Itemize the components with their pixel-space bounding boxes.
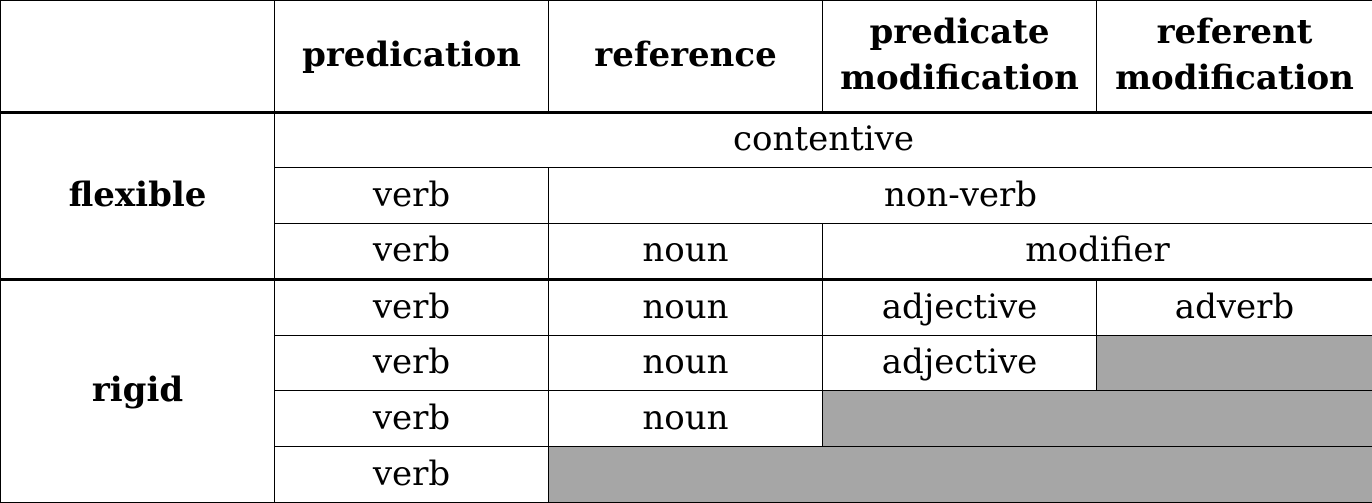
cell-verb: verb — [274, 277, 549, 336]
empty-gray-cell — [822, 390, 1372, 448]
cell-verb: verb — [274, 446, 549, 503]
group-label-rigid: rigid — [0, 277, 275, 503]
header-predicate-modification: predicate modification — [822, 0, 1097, 114]
header-predicate-modification-line1: predicate — [869, 11, 1050, 52]
cell-noun: noun — [548, 277, 823, 336]
cell-adjective: adjective — [822, 334, 1097, 392]
header-predicate-modification-line2: modification — [840, 57, 1079, 98]
table-row: flexible contentive — [0, 111, 1372, 280]
empty-gray-cell — [1096, 334, 1372, 392]
cell-noun: noun — [548, 334, 823, 392]
table-row: verb noun — [1, 390, 1372, 448]
empty-gray-cell — [548, 446, 1372, 503]
header-referent-modification: referent modification — [1096, 0, 1372, 114]
group-label-flexible: flexible — [0, 111, 275, 280]
table-row: verb — [1, 446, 1372, 503]
corner-cell — [0, 0, 275, 114]
cell-verb: verb — [274, 390, 549, 448]
cell-contentive: contentive — [274, 111, 1372, 169]
header-reference: reference — [548, 0, 823, 114]
cell-verb: verb — [274, 334, 549, 392]
header-predication: predication — [274, 0, 549, 114]
cell-noun: noun — [548, 390, 823, 448]
table-row: rigid verb noun adjective adverb — [0, 277, 1372, 503]
table-row: verb non-verb — [1, 167, 1372, 225]
header-referent-modification-line2: modification — [1115, 57, 1354, 98]
cell-noun: noun — [548, 223, 823, 280]
cell-non-verb: non-verb — [548, 167, 1372, 225]
cell-modifier: modifier — [822, 223, 1372, 280]
header-row: predication reference predicate modifica… — [0, 0, 1372, 114]
table-row: verb noun adjective — [1, 334, 1372, 392]
cell-adverb: adverb — [1096, 277, 1372, 336]
header-referent-modification-line1: referent — [1156, 11, 1313, 52]
cell-verb: verb — [274, 167, 549, 225]
cell-verb: verb — [274, 223, 549, 280]
cell-adjective: adjective — [822, 277, 1097, 336]
